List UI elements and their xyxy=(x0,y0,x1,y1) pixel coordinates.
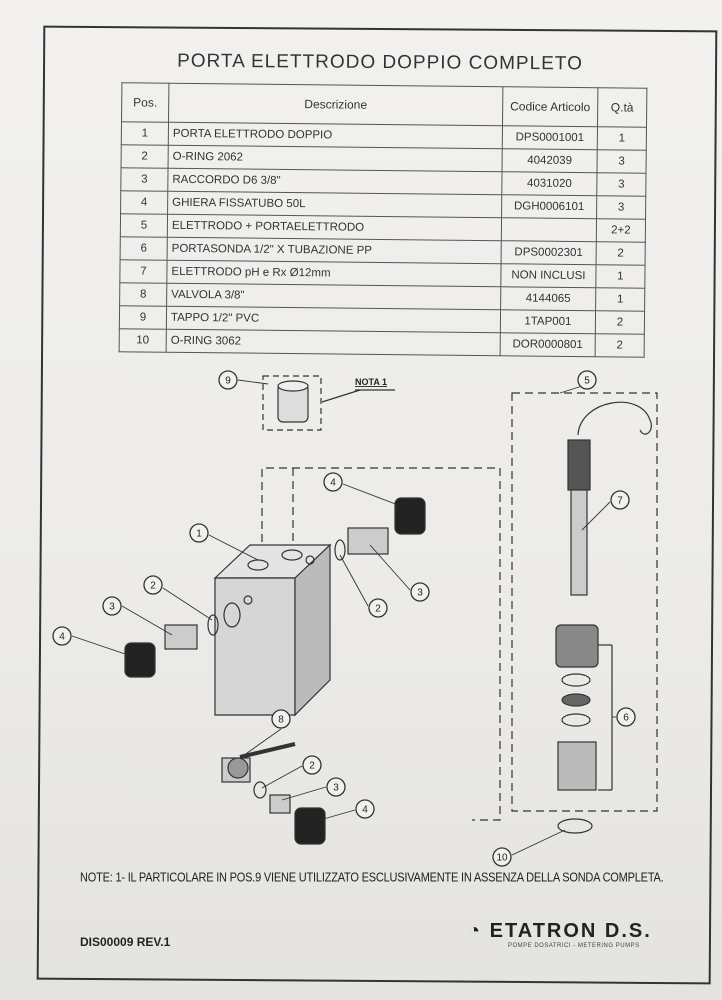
footnote: NOTE: 1- IL PARTICOLARE IN POS.9 VIENE U… xyxy=(80,871,664,885)
callout-number: 3 xyxy=(417,588,423,599)
probe-dashed-box xyxy=(511,392,658,812)
logo-brand: ETATRON D.S. xyxy=(489,920,652,942)
cap-dashed-box xyxy=(262,375,322,431)
callout-circle xyxy=(302,755,322,775)
callout-circle xyxy=(616,707,636,727)
electrode-holder-block xyxy=(213,543,332,717)
callout-circle xyxy=(326,777,346,797)
logo-tagline: POMPE DOSATRICI - METERING PUMPS xyxy=(508,943,640,949)
company-logo: ◔ ETATRON D.S. POMPE DOSATRICI - METERIN… xyxy=(468,920,652,949)
callout-number: 2 xyxy=(309,761,315,772)
fitting-part xyxy=(164,624,198,650)
callout-number: 4 xyxy=(59,632,65,643)
callout-number: 10 xyxy=(496,853,508,864)
callout-circle xyxy=(410,582,430,602)
callout-circle xyxy=(368,598,388,618)
callout-circle xyxy=(52,626,72,646)
probe-holder-part xyxy=(555,624,599,834)
nut-part xyxy=(124,642,156,678)
callout-number: 5 xyxy=(584,376,590,387)
callout-number: 3 xyxy=(109,602,115,613)
callout-number: 6 xyxy=(623,713,629,724)
callout-circle xyxy=(102,596,122,616)
valve-part xyxy=(221,742,296,783)
callout-circle xyxy=(492,847,512,867)
nota-label: NOTA 1 xyxy=(355,377,387,387)
callout-number: 2 xyxy=(375,604,381,615)
drawing-number: DIS00009 REV.1 xyxy=(80,935,171,949)
callout-number: 4 xyxy=(330,478,336,489)
callout-circle xyxy=(189,523,209,543)
callout-number: 2 xyxy=(150,581,156,592)
callout-circle xyxy=(218,370,238,390)
cap-part xyxy=(277,380,309,423)
callout-number: 7 xyxy=(617,496,623,507)
callout-circle xyxy=(577,370,597,390)
callout-number: 9 xyxy=(225,376,231,387)
o-ring-part xyxy=(207,614,219,636)
o-ring-part xyxy=(223,602,241,628)
electrode-probe xyxy=(567,401,652,596)
callout-number: 8 xyxy=(278,715,284,726)
callout-circle xyxy=(271,709,291,729)
connection-dashed-line xyxy=(261,467,501,821)
callout-number: 1 xyxy=(196,529,202,540)
callout-number: 4 xyxy=(362,805,368,816)
callout-circle xyxy=(143,575,163,595)
callout-circle xyxy=(355,799,375,819)
callout-circle xyxy=(323,472,343,492)
callout-number: 3 xyxy=(333,783,339,794)
logo-mark-icon: ◔ xyxy=(468,920,483,942)
callout-circle xyxy=(610,490,630,510)
